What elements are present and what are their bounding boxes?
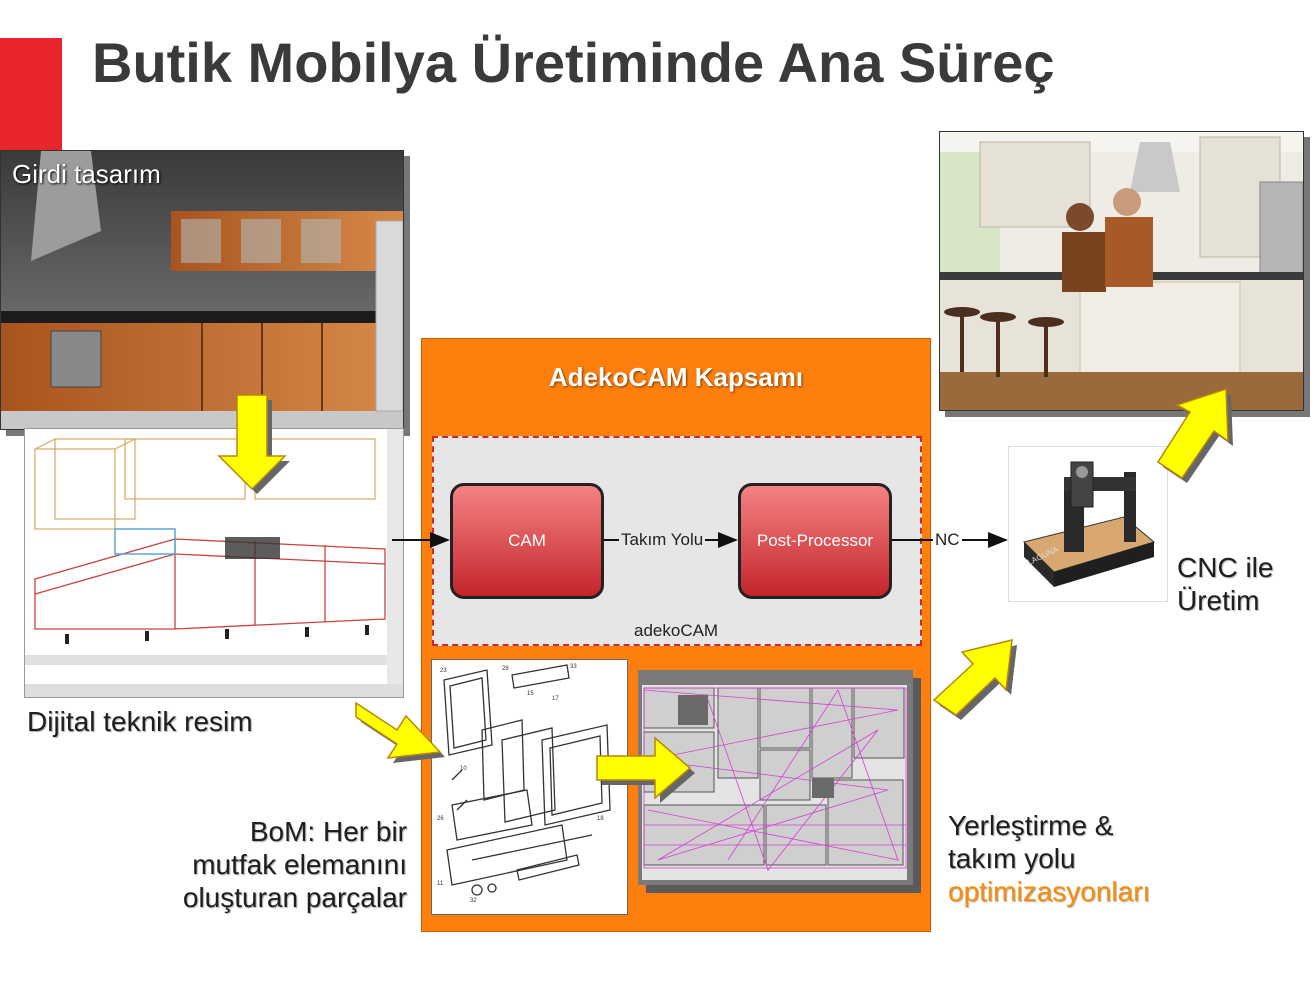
nesting-caption-line1: Yerleştirme &: [948, 810, 1114, 841]
svg-text:28: 28: [502, 666, 509, 672]
bom-caption-line2: mutfak elemanını: [192, 849, 407, 880]
nesting-caption: Yerleştirme & takım yolu optimizasyonlar…: [948, 809, 1150, 908]
nesting-layout-image: [638, 670, 913, 885]
arrow-nesting-to-cnc: [932, 639, 1017, 720]
cnc-machine-image: LAGUNA: [1008, 446, 1168, 602]
post-processor-node: Post-Processor: [738, 483, 892, 599]
nesting-caption-line2: takım yolu: [948, 843, 1076, 874]
svg-text:33: 33: [570, 664, 577, 670]
svg-text:15: 15: [527, 691, 534, 697]
page-title: Butik Mobilya Üretiminde Ana Süreç: [92, 31, 1055, 94]
cnc-caption: CNC ile Üretim: [1177, 551, 1273, 617]
nesting-caption-line3: optimizasyonları: [948, 876, 1151, 907]
input-design-image: [0, 150, 404, 430]
bom-caption: BoM: Her bir mutfak elemanını oluşturan …: [150, 815, 407, 914]
arrow-bom-to-nesting: [596, 736, 695, 803]
cam-node: CAM: [450, 483, 604, 599]
input-design-label: Girdi tasarım: [12, 159, 161, 189]
nc-label: NC: [933, 530, 962, 550]
svg-text:11: 11: [437, 881, 444, 887]
cnc-caption-line2: Üretim: [1177, 585, 1260, 616]
svg-text:17: 17: [552, 696, 559, 702]
cnc-caption-line1: CNC ile: [1177, 552, 1274, 583]
svg-text:23: 23: [440, 668, 447, 674]
svg-text:26: 26: [437, 816, 444, 822]
arrow-design-to-drawing: [217, 394, 290, 494]
finished-kitchen-image: [939, 131, 1304, 411]
svg-text:10: 10: [460, 766, 467, 772]
adekocam-scope-title: AdekoCAM Kapsamı: [548, 362, 804, 392]
arrow-cnc-to-kitchen: [1156, 387, 1233, 483]
svg-text:32: 32: [470, 898, 477, 904]
bom-caption-line3: oluşturan parçalar: [182, 882, 407, 913]
toolpath-label: Takım Yolu: [619, 530, 706, 550]
bom-caption-line1: BoM: Her bir: [249, 816, 407, 847]
cam-node-label: CAM: [508, 531, 546, 550]
adekocam-software-label: adekoCAM: [634, 621, 719, 640]
arrow-drawing-to-bom: [355, 701, 445, 763]
bom-exploded-drawing: 23 28 33 15 17 10 26 18 11 32: [431, 659, 628, 915]
technical-drawing-caption: Dijital teknik resim: [27, 706, 253, 737]
svg-text:18: 18: [597, 816, 604, 822]
accent-bar: [0, 38, 62, 150]
post-processor-node-label: Post-Processor: [756, 531, 874, 550]
technical-drawing-image: [24, 428, 404, 698]
